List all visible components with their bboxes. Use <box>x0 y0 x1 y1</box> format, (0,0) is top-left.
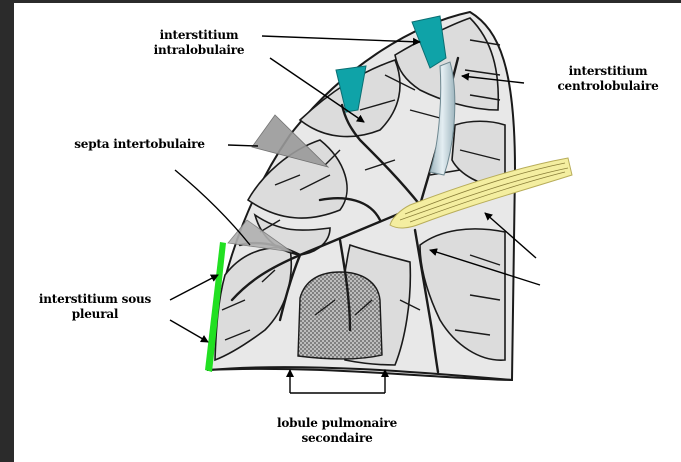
label-septa-intertobulaire: septa intertobulaire <box>52 137 227 152</box>
label-centro-line1: interstitium <box>538 64 678 79</box>
label-centro-line2: centrolobulaire <box>538 79 678 94</box>
label-sous-pleural-line1: interstitium sous <box>20 292 170 307</box>
label-lobule-line2: secondaire <box>262 431 412 446</box>
label-intra-line2: intralobulaire <box>140 43 258 58</box>
label-septa-text: septa intertobulaire <box>52 137 227 152</box>
label-interstitium-intralobulaire: interstitium intralobulaire <box>140 28 258 58</box>
label-sous-pleural-line2: pleural <box>20 307 170 322</box>
label-lobule-pulmonaire-secondaire: lobule pulmonaire secondaire <box>262 416 412 446</box>
label-lobule-line1: lobule pulmonaire <box>262 416 412 431</box>
secondary-lobule <box>298 272 382 359</box>
label-interstitium-sous-pleural: interstitium sous pleural <box>20 292 170 322</box>
label-interstitium-centrolobulaire: interstitium centrolobulaire <box>538 64 678 94</box>
label-intra-line1: interstitium <box>140 28 258 43</box>
